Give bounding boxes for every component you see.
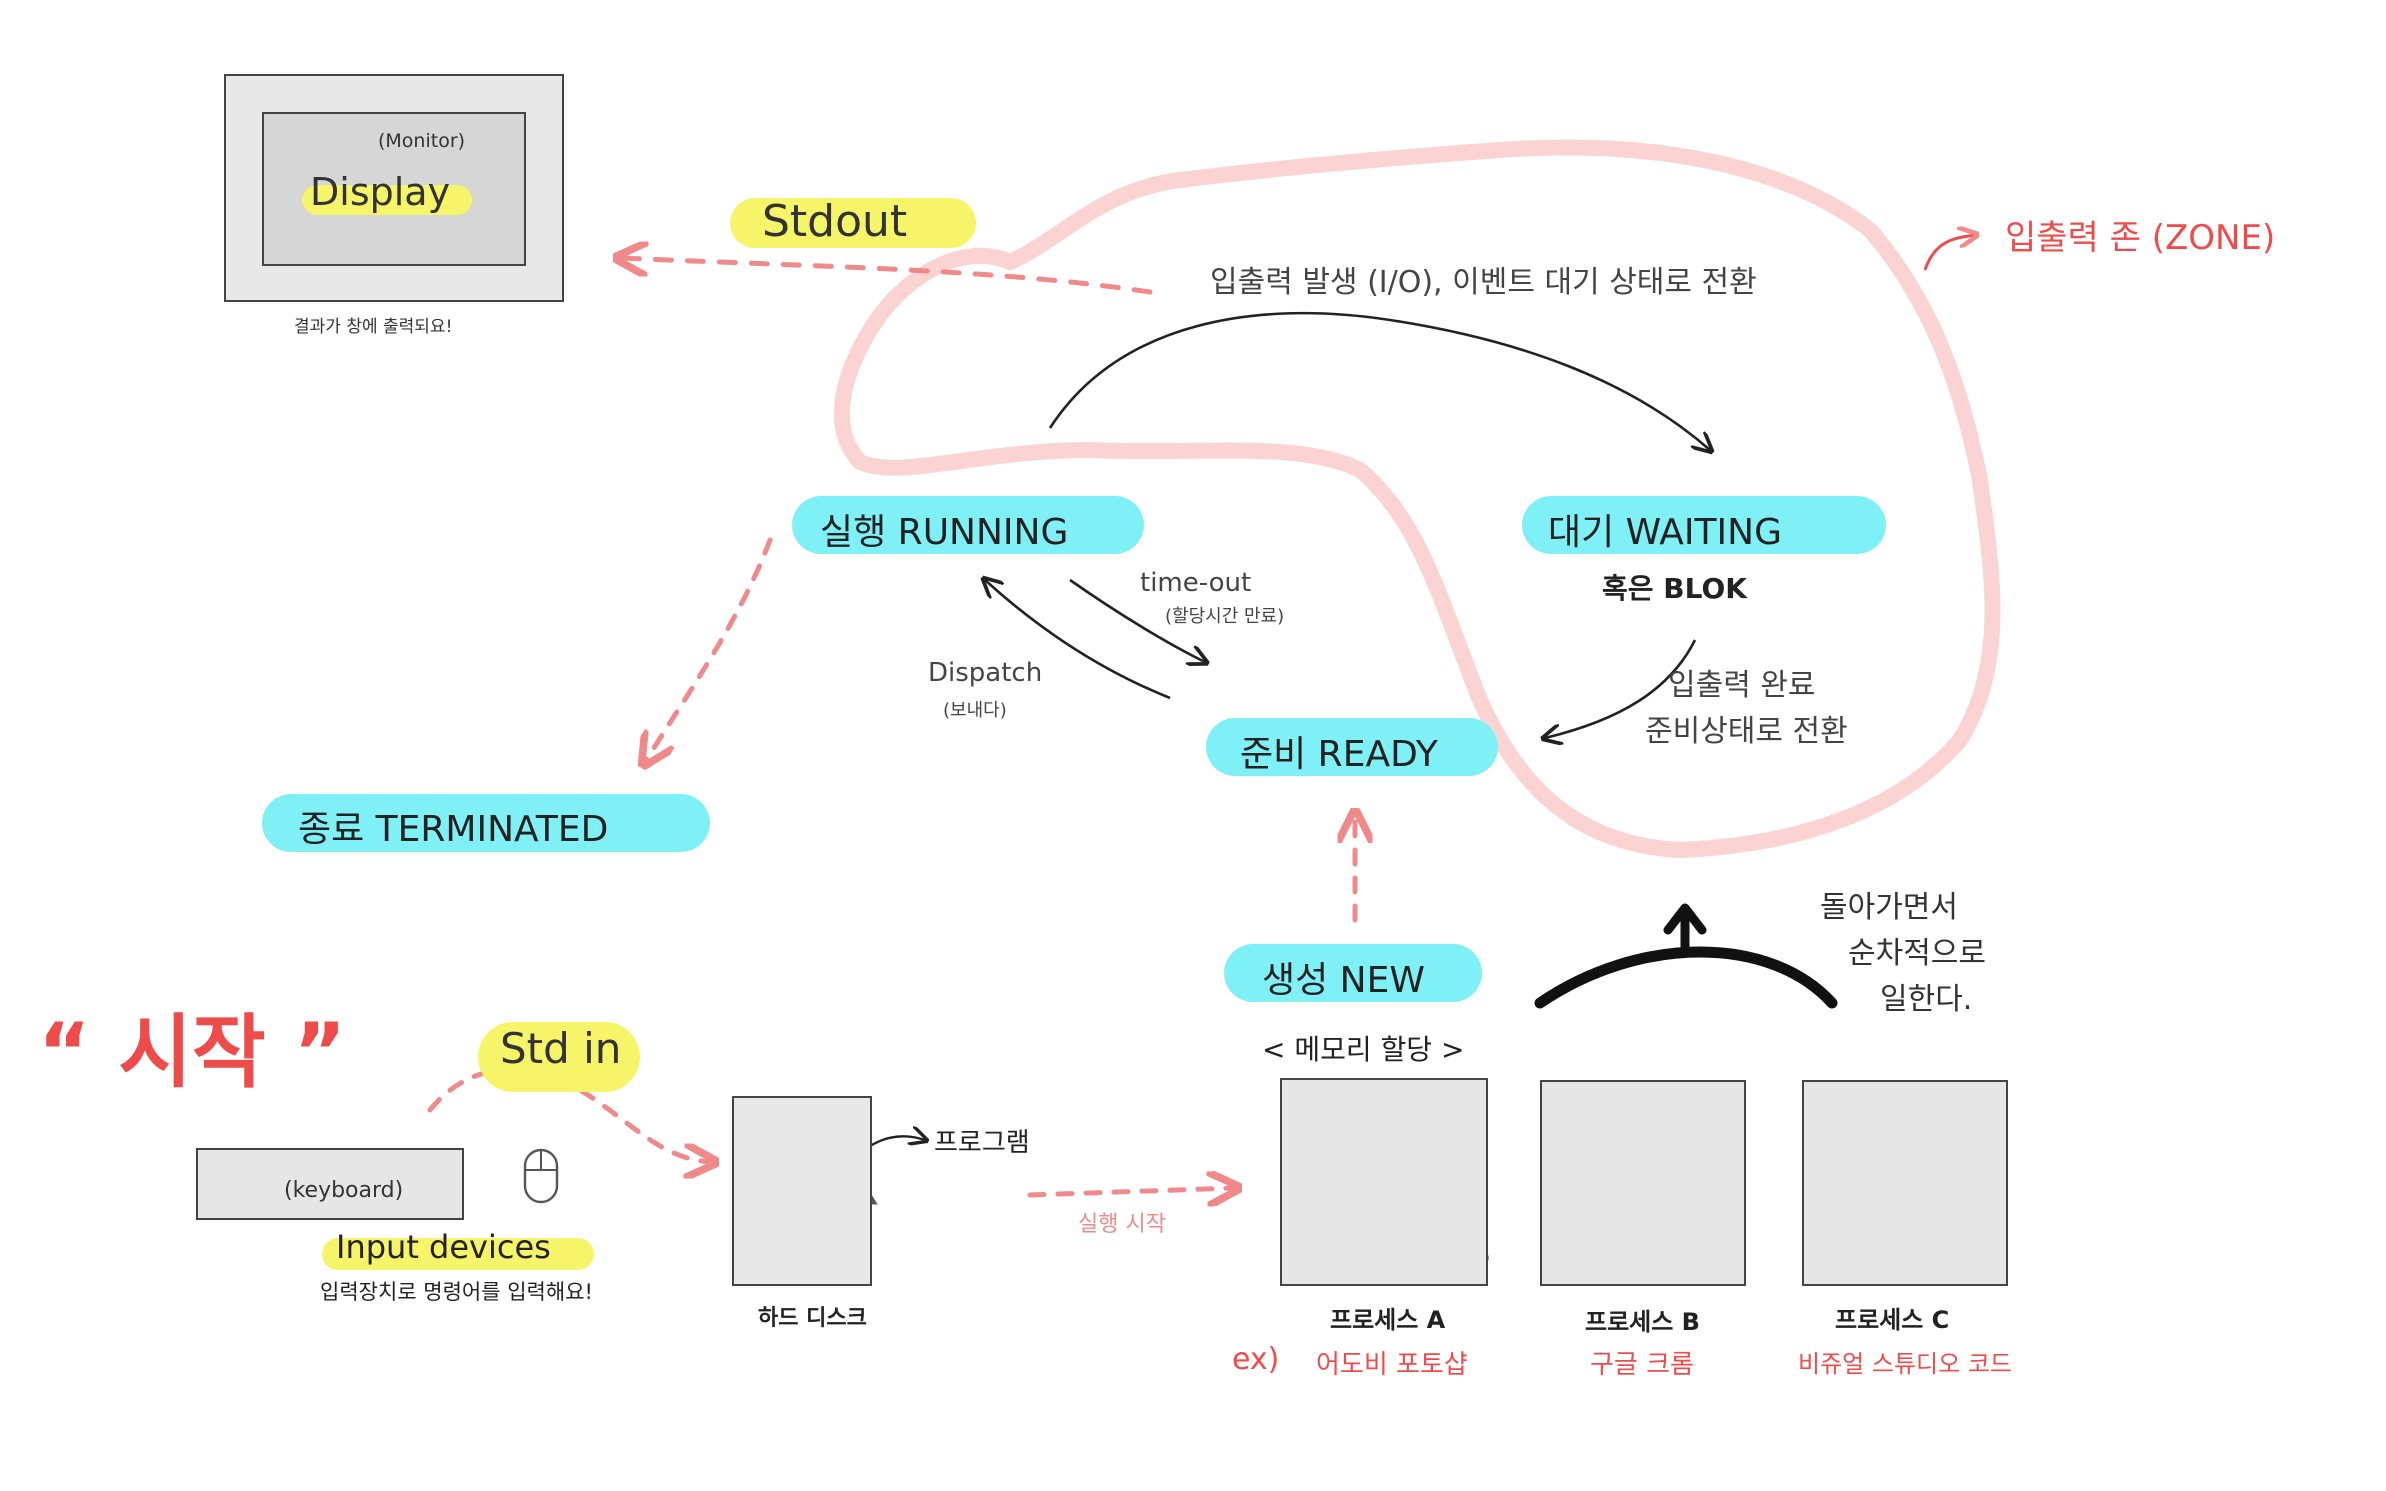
io-zone-outline [833, 139, 2001, 858]
stdout-highlight [730, 198, 976, 248]
display-label: Display [310, 170, 451, 214]
state-terminated [262, 794, 710, 852]
stdout-arrow [620, 258, 1153, 295]
process-c-app: 비쥬얼 스튜디오 코드 [1798, 1350, 2012, 1378]
dispatch-label: Dispatch [928, 658, 1043, 688]
state-running-label: 실행 RUNNING [820, 512, 1069, 553]
stdout-label: Stdout [762, 196, 908, 247]
io-event-arrow [1048, 311, 1710, 450]
input-devices-highlight [322, 1238, 594, 1270]
dispatch-sub: (보내다) [943, 700, 1007, 721]
state-new-label: 생성 NEW [1262, 960, 1425, 1001]
program-label: 프로그램 [934, 1128, 1030, 1158]
process-b-box [1540, 1080, 1746, 1286]
stdin-label: Std in [500, 1024, 622, 1073]
exec-start-arrow [1027, 1188, 1235, 1195]
timeout-arrow [1069, 578, 1205, 662]
stdin-highlight [478, 1022, 640, 1092]
state-waiting-sub: 혹은 BLOK [1602, 572, 1747, 605]
process-b-name: 프로세스 B [1585, 1308, 1700, 1336]
state-ready [1206, 718, 1498, 776]
state-new [1224, 944, 1482, 1002]
state-running [792, 496, 1144, 554]
state-terminated-label: 종료 TERMINATED [298, 809, 609, 850]
terminate-arrow [645, 537, 773, 762]
process-a-box [1280, 1078, 1488, 1286]
hard-disk-label: 하드 디스크 [758, 1306, 867, 1331]
hard-disk-box [732, 1096, 872, 1286]
keyboard-label: (keyboard) [284, 1178, 404, 1203]
zone-pointer-arrow [1923, 235, 1975, 271]
io-done-label-2: 준비상태로 전환 [1645, 714, 1848, 749]
io-done-arrow [1545, 639, 1697, 738]
exec-start-label: 실행 시작 [1078, 1212, 1166, 1237]
round-robin-line-2: 순차적으로 [1848, 936, 1986, 971]
display-highlight [302, 185, 472, 215]
io-zone-label: 입출력 존 (ZONE) [2005, 218, 2276, 258]
round-robin-up-head [1663, 903, 1707, 935]
process-c-box [1802, 1080, 2008, 1286]
io-event-label: 입출력 발생 (I/O), 이벤트 대기 상태로 전환 [1210, 265, 1757, 300]
keyboard-box [196, 1148, 464, 1220]
process-c-name: 프로세스 C [1835, 1306, 1950, 1334]
example-prefix: ex) [1232, 1342, 1280, 1377]
process-a-app: 어도비 포토샵 [1316, 1350, 1468, 1380]
start-label: “ 시작 ” [38, 1006, 347, 1099]
timeout-label: time-out [1140, 568, 1252, 598]
round-robin-arc-line [1534, 946, 1838, 1009]
io-done-label-1: 입출력 완료 [1668, 668, 1816, 703]
round-robin-line-1: 돌아가면서 [1820, 890, 1958, 925]
state-ready-label: 준비 READY [1240, 734, 1438, 775]
state-waiting [1522, 496, 1886, 554]
process-b-app: 구글 크롬 [1590, 1350, 1694, 1380]
input-devices-label: Input devices [336, 1228, 551, 1266]
monitor-tag: (Monitor) [378, 130, 466, 152]
timeout-sub: (할당시간 만료) [1165, 606, 1285, 627]
monitor-caption: 결과가 창에 출력되요! [294, 317, 453, 337]
state-new-sub: < 메모리 할당 > [1262, 1033, 1465, 1066]
process-a-name: 프로세스 A [1330, 1306, 1446, 1334]
input-caption: 입력장치로 명령어를 입력해요! [320, 1280, 593, 1304]
round-robin-line-3: 일한다. [1880, 982, 1973, 1017]
state-waiting-label: 대기 WAITING [1548, 512, 1782, 553]
dispatch-arrow [985, 580, 1171, 700]
